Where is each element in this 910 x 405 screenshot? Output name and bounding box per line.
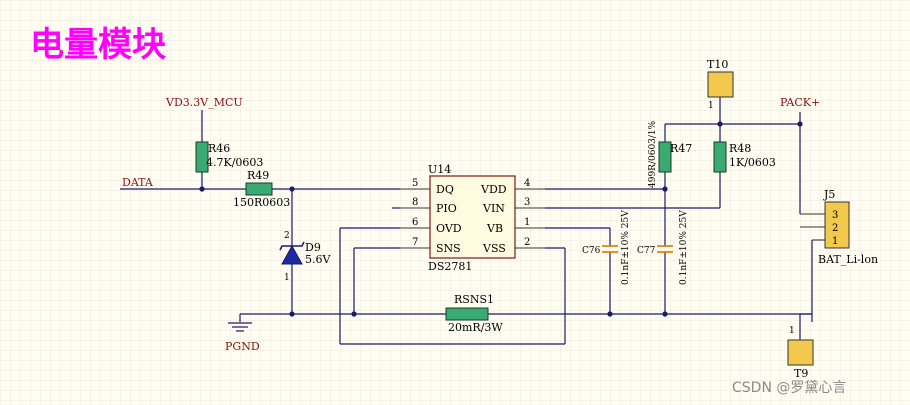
j5-pin-1: 1 xyxy=(832,236,838,247)
ic-pin-num-l1: 5 xyxy=(412,178,418,189)
d9-ref: D9 xyxy=(305,241,321,254)
net-label-data: DATA xyxy=(122,176,154,189)
resistor-r47: R47 499R/0603/1% xyxy=(648,120,692,188)
ic-pin-num-r1: 4 xyxy=(524,178,530,189)
ic-pin-name-l1: DQ xyxy=(436,183,454,196)
r48-ref: R48 xyxy=(729,142,751,155)
r47-value: 499R/0603/1% xyxy=(648,120,658,188)
ic-pin-name-r1: VDD xyxy=(480,183,507,196)
r49-value: 150R0603 xyxy=(233,196,290,209)
r47-ref: R47 xyxy=(670,142,692,155)
page-title: 电量模块 xyxy=(30,25,166,65)
ic-pin-num-r2: 3 xyxy=(524,197,530,208)
ic-pin-name-l4: SNS xyxy=(436,242,461,255)
j5-ref: J5 xyxy=(823,188,835,201)
d9-pin-k: 1 xyxy=(284,273,290,283)
j5-pin-3: 3 xyxy=(832,210,838,221)
ic-pin-num-l4: 7 xyxy=(412,237,418,248)
t9-ref: T9 xyxy=(794,367,808,380)
j5-pin-2: 2 xyxy=(832,223,838,234)
connector-j5: J5 3 2 1 BAT_Li-lon xyxy=(800,188,878,266)
ic-pin-num-l2: 8 xyxy=(412,197,418,208)
rsns1-ref: RSNS1 xyxy=(454,293,494,306)
ic-pin-num-r4: 2 xyxy=(524,237,530,248)
ic-part: DS2781 xyxy=(428,260,472,273)
d9-pin-a: 2 xyxy=(284,231,290,241)
resistor-rsns1: RSNS1 20mR/3W xyxy=(445,293,503,334)
capacitor-c77: C77 0.1nF±10% 25V xyxy=(637,210,689,285)
j5-part: BAT_Li-lon xyxy=(818,253,878,266)
ic-pin-name-r3: VB xyxy=(486,222,503,235)
c77-ref: C77 xyxy=(637,246,656,256)
net-label-gnd: PGND xyxy=(225,340,260,353)
resistor-r49: R49 150R0603 xyxy=(233,169,290,209)
testpoint-t9: 1 T9 xyxy=(787,322,814,380)
r46-value: 4.7K/0603 xyxy=(206,156,263,169)
resistor-r46: R46 4.7K/0603 xyxy=(195,141,263,173)
c76-value: 0.1nF±10% 25V xyxy=(621,210,631,285)
testpoint-t10: T10 1 xyxy=(707,58,734,111)
net-label-vcc: VD3.3V_MCU xyxy=(165,96,243,109)
d9-value: 5.6V xyxy=(305,253,331,266)
rsns1-value: 20mR/3W xyxy=(448,321,503,334)
r48-value: 1K/0603 xyxy=(729,156,776,169)
zener-diode-d9: 2 1 D9 5.6V xyxy=(279,231,331,283)
ic-u14: U14 DS2781 5 8 6 7 DQ PIO OVD SNS 4 3 1 … xyxy=(392,163,545,273)
ic-pin-name-l3: OVD xyxy=(436,222,462,235)
c77-value: 0.1nF±10% 25V xyxy=(679,210,689,285)
t9-pin: 1 xyxy=(789,326,795,336)
t10-ref: T10 xyxy=(707,58,728,71)
watermark: CSDN @罗黛心言 xyxy=(732,380,846,396)
ic-pin-name-r4: VSS xyxy=(482,242,506,255)
ic-pin-num-r3: 1 xyxy=(524,217,530,228)
resistor-r48: R48 1K/0603 xyxy=(713,141,776,173)
ground-symbol xyxy=(228,322,252,332)
r49-ref: R49 xyxy=(247,169,269,182)
junctions xyxy=(199,121,803,317)
t10-pin: 1 xyxy=(708,101,714,111)
r46-ref: R46 xyxy=(208,142,230,155)
ic-ref: U14 xyxy=(428,163,451,176)
capacitor-c76: C76 0.1nF±10% 25V xyxy=(582,210,631,285)
c76-ref: C76 xyxy=(582,246,601,256)
ic-pin-num-l3: 6 xyxy=(412,217,418,228)
ic-pin-name-r2: VIN xyxy=(482,202,505,215)
net-label-pack: PACK+ xyxy=(780,96,820,109)
ic-pin-name-l2: PIO xyxy=(436,202,457,215)
